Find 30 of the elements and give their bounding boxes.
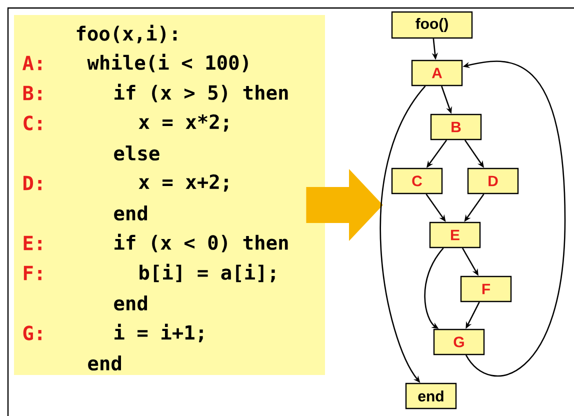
code-line: end [114,295,147,311]
code-line: x = x+2; [138,174,228,192]
block-box: end [405,382,457,410]
line-label: G: [23,326,42,340]
block-box: E [429,222,481,248]
block-box: foo() [391,11,473,39]
code-line: else [114,145,160,161]
line-label: C: [24,116,42,130]
block-box: G [433,328,485,356]
code-line: x = x*2; [138,114,228,132]
code-line: if (x < 0) then [114,234,288,252]
code-line: end [88,355,121,371]
code-line: while(i < 100) [87,54,248,72]
code-line: if (x > 5) then [114,84,288,102]
arrow [424,248,444,329]
block-box: F [460,276,512,302]
code-line: foo(x,i): [76,24,177,44]
code-line: i = i+1; [114,324,203,342]
line-label: F: [24,266,42,280]
line-label: A: [22,56,42,70]
code-line: end [114,205,147,221]
block-box: B [430,114,482,140]
code-line: b[i] = a[i]; [140,264,275,282]
line-label: B: [23,86,42,100]
block-box: A [411,60,463,86]
line-label: E: [24,236,42,250]
block-box: D [467,168,519,194]
code-panel [14,15,325,375]
line-label: D: [24,176,42,190]
block-box: C [391,168,443,194]
